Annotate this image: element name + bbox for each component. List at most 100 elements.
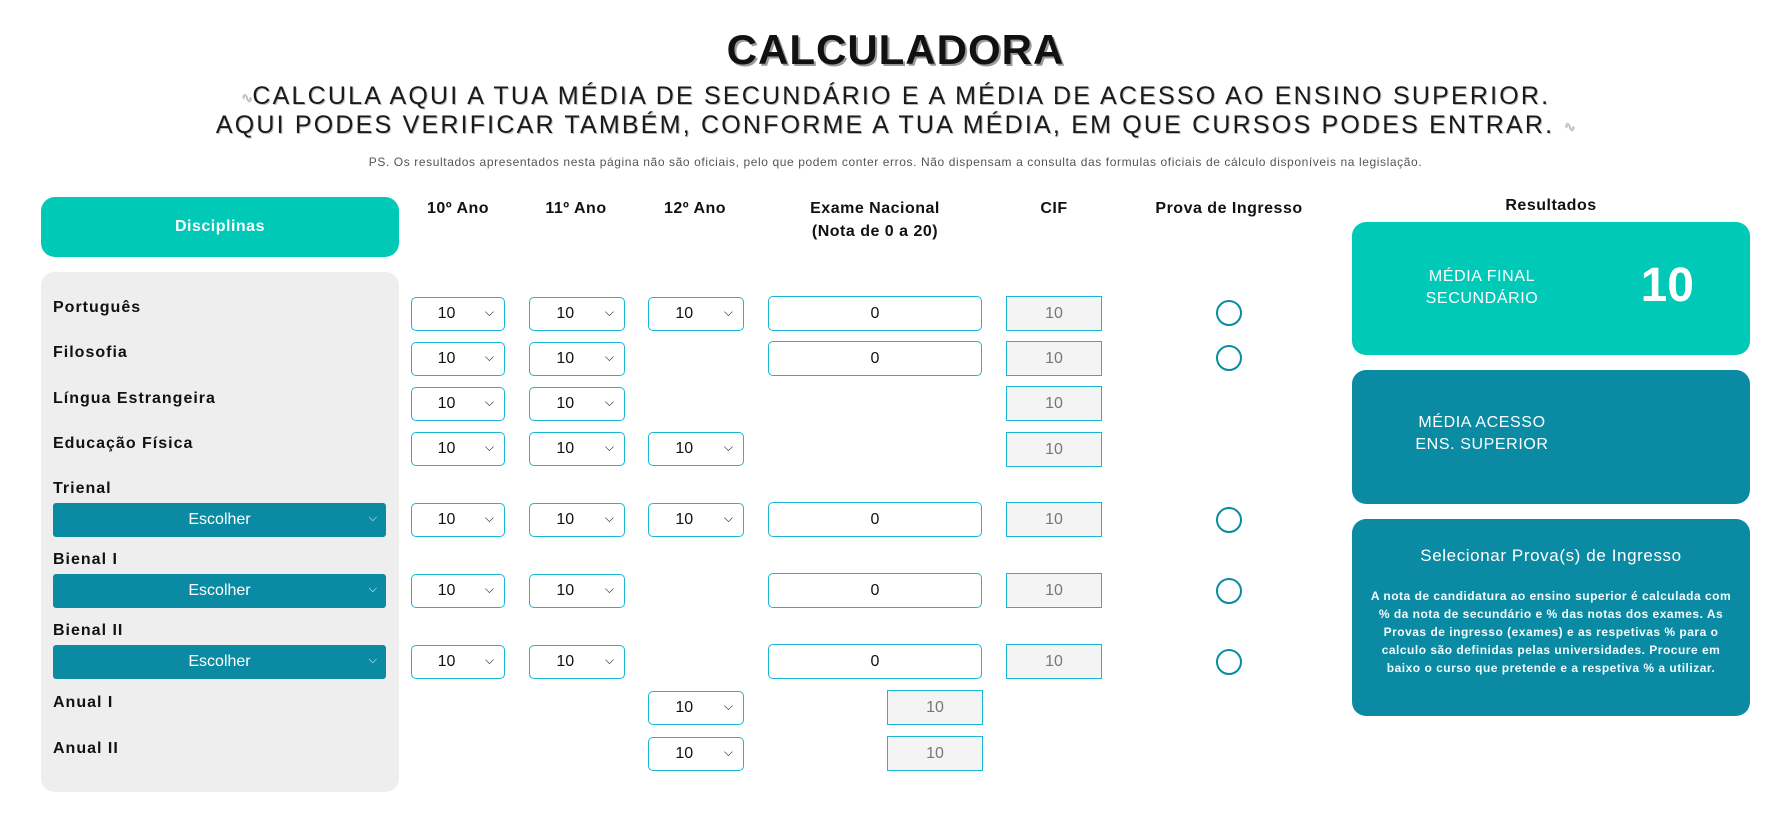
chevron-down-icon: ⌵ — [368, 583, 377, 595]
chevron-down-icon: ⌵ — [604, 350, 614, 364]
grade-value: 10 — [437, 511, 456, 528]
chevron-down-icon: ⌵ — [604, 511, 614, 525]
prova-ingresso-card: Selecionar Prova(s) de Ingresso A nota d… — [1352, 519, 1750, 716]
subtitle-line-2: AQUI PODES VERIFICAR TAMBÉM, CONFORME A … — [0, 111, 1791, 140]
grade-12-select[interactable]: 10⌵ — [648, 737, 744, 771]
chevron-down-icon: ⌵ — [604, 395, 614, 409]
chevron-down-icon: ⌵ — [484, 511, 494, 525]
col-exame-line2: (Nota de 0 a 20) — [811, 223, 939, 240]
subject-trienal: Trienal — [53, 480, 112, 497]
cif-field: 10 — [1006, 341, 1102, 376]
subject-educacao-fisica: Educação Física — [53, 435, 194, 452]
subject-filosofia: Filosofia — [53, 344, 128, 361]
exam-input[interactable]: 0 — [768, 296, 982, 331]
trienal-choice-select[interactable]: Escolher ⌵ — [53, 503, 386, 537]
grade-10-select[interactable]: 10 ⌵ — [411, 387, 505, 421]
grade-value: 10 — [437, 653, 456, 670]
grade-12-select[interactable]: 10⌵ — [648, 432, 744, 466]
grade-value: 10 — [675, 305, 694, 322]
grade-value: 10 — [556, 582, 575, 599]
page-title: CALCULADORA — [726, 26, 1065, 73]
media-acesso-label-line2: ENS. SUPERIOR — [1415, 436, 1549, 453]
chevron-down-icon: ⌵ — [484, 440, 494, 454]
grade-11-select[interactable]: 10 ⌵ — [529, 342, 625, 376]
subtitle-line-1: ∿CALCULA AQUI A TUA MÉDIA DE SECUNDÁRIO … — [0, 82, 1791, 111]
grade-10-select[interactable]: 10 ⌵ — [411, 503, 505, 537]
media-final-label-line1: MÉDIA FINAL — [1428, 268, 1536, 285]
grade-10-select[interactable]: 10 ⌵ — [411, 342, 505, 376]
grade-11-select[interactable]: 10 ⌵ — [529, 574, 625, 608]
grade-11-select[interactable]: 10 ⌵ — [529, 432, 625, 466]
chevron-down-icon: ⌵ — [604, 582, 614, 596]
exam-input[interactable]: 0 — [768, 573, 982, 608]
grade-10-select[interactable]: 10 ⌵ — [411, 645, 505, 679]
disclaimer: PS. Os resultados apresentados nesta pág… — [368, 155, 1423, 169]
chevron-down-icon: ⌵ — [723, 511, 733, 525]
prova-radio[interactable] — [1216, 300, 1242, 326]
subtitle-text-2: AQUI PODES VERIFICAR TAMBÉM, CONFORME A … — [215, 111, 1555, 139]
grade-value: 10 — [437, 305, 456, 322]
grade-11-select[interactable]: 10 ⌵ — [529, 297, 625, 331]
cif-field: 10 — [1006, 386, 1102, 421]
swirl-icon: ∿ — [240, 88, 253, 105]
grade-value: 10 — [675, 745, 694, 762]
chevron-down-icon: ⌵ — [368, 512, 377, 524]
media-final-value: 10 — [1640, 259, 1694, 312]
choice-value: Escolher — [188, 582, 251, 599]
media-acesso-label-line1: MÉDIA ACESSO — [1418, 414, 1546, 431]
grade-value: 10 — [556, 350, 575, 367]
grade-value: 10 — [437, 350, 456, 367]
swirl-icon: ∿ — [1563, 117, 1576, 134]
grade-value: 10 — [556, 440, 575, 457]
chevron-down-icon: ⌵ — [723, 305, 733, 319]
disciplinas-header: Disciplinas — [41, 197, 399, 257]
grade-value: 10 — [437, 582, 456, 599]
chevron-down-icon: ⌵ — [484, 305, 494, 319]
exam-input[interactable]: 0 — [768, 341, 982, 376]
prova-radio[interactable] — [1216, 578, 1242, 604]
prova-radio[interactable] — [1216, 507, 1242, 533]
prova-ingresso-title: Selecionar Prova(s) de Ingresso — [1420, 546, 1682, 565]
grade-10-select[interactable]: 10 ⌵ — [411, 297, 505, 331]
col-exame-line1: Exame Nacional — [810, 200, 940, 217]
grade-11-select[interactable]: 10⌵ — [529, 645, 625, 679]
grade-value: 10 — [675, 440, 694, 457]
grade-12-select[interactable]: 10 ⌵ — [648, 297, 744, 331]
grade-value: 10 — [556, 653, 575, 670]
chevron-down-icon: ⌵ — [484, 653, 494, 667]
prova-radio[interactable] — [1216, 649, 1242, 675]
cif-field: 10 — [887, 690, 983, 725]
grade-10-select[interactable]: 10⌵ — [411, 432, 505, 466]
prova-radio[interactable] — [1216, 345, 1242, 371]
grade-11-select[interactable]: 10 ⌵ — [529, 387, 625, 421]
grade-value: 10 — [556, 395, 575, 412]
chevron-down-icon: ⌵ — [484, 350, 494, 364]
grade-value: 10 — [437, 395, 456, 412]
col-12-ano: 12º Ano — [663, 200, 727, 217]
col-10-ano: 10º Ano — [426, 200, 490, 217]
chevron-down-icon: ⌵ — [484, 395, 494, 409]
col-11-ano: 11º Ano — [545, 200, 607, 217]
exam-input[interactable]: 0 — [768, 644, 982, 679]
chevron-down-icon: ⌵ — [604, 305, 614, 319]
subject-lingua-estrangeira: Língua Estrangeira — [53, 390, 216, 407]
grade-11-select[interactable]: 10 ⌵ — [529, 503, 625, 537]
bienal-ii-choice-select[interactable]: Escolher⌵ — [53, 645, 386, 679]
choice-value: Escolher — [188, 653, 251, 670]
bienal-i-choice-select[interactable]: Escolher ⌵ — [53, 574, 386, 608]
cif-field: 10 — [1006, 432, 1102, 467]
grade-10-select[interactable]: 10⌵ — [411, 574, 505, 608]
choice-value: Escolher — [188, 511, 251, 528]
grade-12-select[interactable]: 10⌵ — [648, 503, 744, 537]
media-final-card: MÉDIA FINAL SECUNDÁRIO 10 — [1352, 222, 1750, 355]
grade-value: 10 — [556, 511, 575, 528]
chevron-down-icon: ⌵ — [604, 440, 614, 454]
subject-bienal-ii: Bienal II — [53, 622, 124, 639]
cif-field: 10 — [887, 736, 983, 771]
resultados-header: Resultados — [1505, 197, 1597, 214]
media-final-label-line2: SECUNDÁRIO — [1425, 290, 1539, 307]
grade-value: 10 — [675, 699, 694, 716]
grade-12-select[interactable]: 10⌵ — [648, 691, 744, 725]
grade-value: 10 — [556, 305, 575, 322]
exam-input[interactable]: 0 — [768, 502, 982, 537]
